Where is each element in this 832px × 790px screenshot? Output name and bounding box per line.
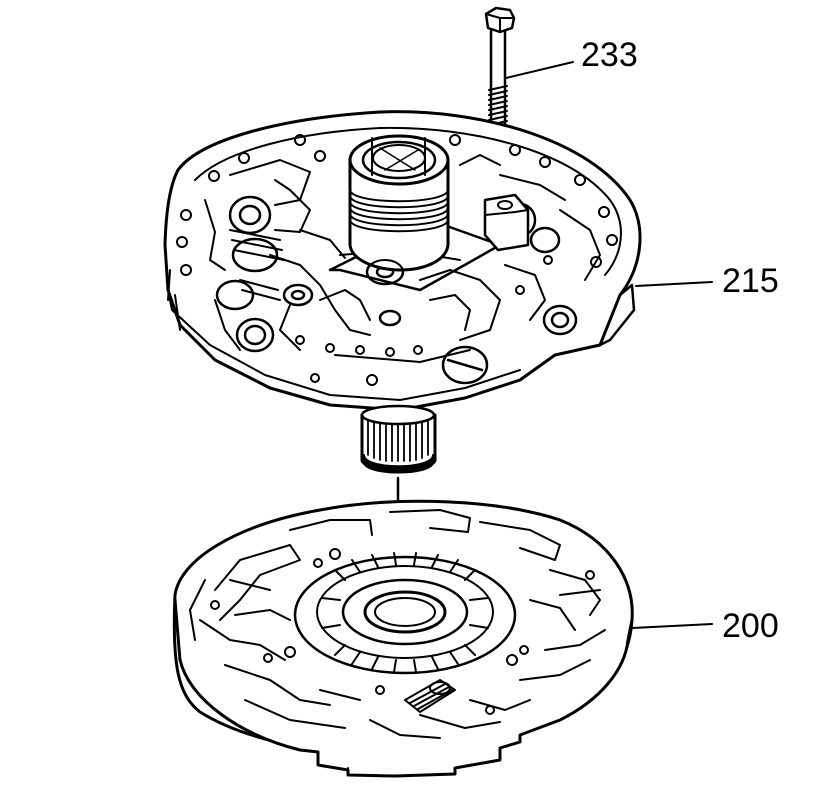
callout-label-pump-body: 200 [722, 607, 779, 645]
leader-line-233 [505, 61, 574, 79]
splined-shaft [360, 404, 437, 642]
pump-cover [163, 110, 642, 412]
callout-label-pump-cover: 215 [722, 262, 779, 300]
pump-body [172, 499, 634, 778]
leader-line-200 [631, 623, 713, 629]
stator-hub [348, 134, 450, 272]
spring [404, 679, 456, 713]
callout-label-bolt: 233 [581, 36, 638, 74]
leader-line-215 [635, 281, 713, 287]
